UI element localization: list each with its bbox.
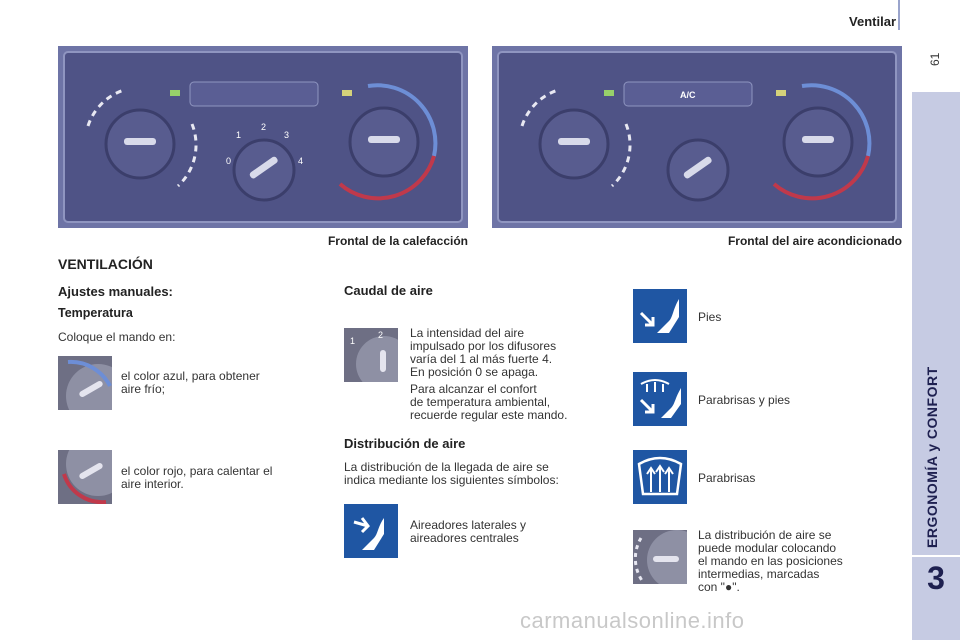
modulate-line-5: con "●". xyxy=(698,580,740,594)
distribution-intro: La distribución de la llegada de aire se… xyxy=(344,461,559,487)
chapter-label: ERGONOMÍA y CONFORT xyxy=(924,366,940,548)
heating-panel-caption: Frontal de la calefacción xyxy=(327,234,468,248)
red-description-line-1: el color rojo, para calentar el xyxy=(121,464,273,478)
feet-icon xyxy=(633,289,687,343)
chapter-number: 3 xyxy=(927,560,945,596)
distribution-heading: Distribución de aire xyxy=(344,436,466,451)
ac-panel-caption: Frontal del aire acondicionado xyxy=(727,234,902,248)
airflow-line-1: La intensidad del aire xyxy=(410,326,525,340)
windshield-feet-label: Parabrisas y pies xyxy=(698,393,791,407)
airflow-paragraph-1: La intensidad del aire impulsado por los… xyxy=(410,327,556,379)
blue-description-line-1: el color azul, para obtener xyxy=(121,369,260,383)
fan-number-0: 0 xyxy=(226,156,231,166)
modulate-line-4: intermedias, marcadas xyxy=(698,567,820,581)
instruction-text: Coloque el mando en: xyxy=(58,330,176,344)
page-number: 61 xyxy=(928,52,942,66)
fan-knob-number-2: 2 xyxy=(378,330,383,340)
vents-label-line-2: aireadores centrales xyxy=(410,531,519,545)
windshield-icon xyxy=(633,450,687,504)
red-description: el color rojo, para calentar el aire int… xyxy=(121,465,272,491)
modulate-line-1: La distribución de aire se xyxy=(698,528,832,542)
airflow-line-4: En posición 0 se apaga. xyxy=(410,365,539,379)
modulate-text: La distribución de aire se puede modular… xyxy=(698,529,843,594)
ac-label: A/C xyxy=(680,90,696,100)
comfort-line-1: Para alcanzar el confort xyxy=(410,382,537,396)
fan-number-2: 2 xyxy=(261,122,266,132)
blue-knob-icon xyxy=(58,356,112,410)
distribution-knob-icon xyxy=(633,530,687,584)
temperature-heading: Temperatura xyxy=(58,306,133,320)
modulate-line-3: el mando en las posiciones xyxy=(698,554,843,568)
fan-knob-icon: 1 2 xyxy=(344,328,398,382)
fan-number-3: 3 xyxy=(284,130,289,140)
vents-label: Aireadores laterales y aireadores centra… xyxy=(410,519,526,545)
chapter-sidebar xyxy=(912,92,960,640)
chapter-divider xyxy=(912,555,960,557)
blue-description-line-2: aire frío; xyxy=(121,382,166,396)
vents-label-line-1: Aireadores laterales y xyxy=(410,518,527,532)
ac-panel-image: A/C xyxy=(492,46,902,228)
distribution-intro-line-1: La distribución de la llegada de aire se xyxy=(344,460,549,474)
heating-panel-image: 0 1 2 3 4 xyxy=(58,46,468,228)
modulate-line-2: puede modular colocando xyxy=(698,541,837,555)
comfort-line-2: de temperatura ambiental, xyxy=(410,395,551,409)
red-description-line-2: aire interior. xyxy=(121,477,184,491)
section-title: VENTILACIÓN xyxy=(58,256,153,272)
red-knob-icon xyxy=(58,450,112,504)
comfort-line-3: recuerde regular este mando. xyxy=(410,408,568,422)
feet-label: Pies xyxy=(698,310,722,324)
airflow-line-3: varía del 1 al más fuerte 4. xyxy=(410,352,553,366)
fan-number-4: 4 xyxy=(298,156,303,166)
watermark: carmanualsonline.info xyxy=(520,608,745,633)
fan-knob-number-1: 1 xyxy=(350,336,355,346)
airflow-heading: Caudal de aire xyxy=(344,283,433,298)
airflow-paragraph-2: Para alcanzar el confort de temperatura … xyxy=(410,383,567,422)
header-title: Ventilar xyxy=(849,14,896,29)
manual-settings-heading: Ajustes manuales: xyxy=(58,284,173,299)
fan-number-1: 1 xyxy=(236,130,241,140)
windshield-feet-icon xyxy=(633,372,687,426)
header-rule xyxy=(898,0,900,30)
airflow-line-2: impulsado por los difusores xyxy=(410,339,557,353)
distribution-intro-line-2: indica mediante los siguientes símbolos: xyxy=(344,473,559,487)
blue-description: el color azul, para obtener aire frío; xyxy=(121,370,260,396)
windshield-label: Parabrisas xyxy=(698,471,756,485)
vents-icon xyxy=(344,504,398,558)
